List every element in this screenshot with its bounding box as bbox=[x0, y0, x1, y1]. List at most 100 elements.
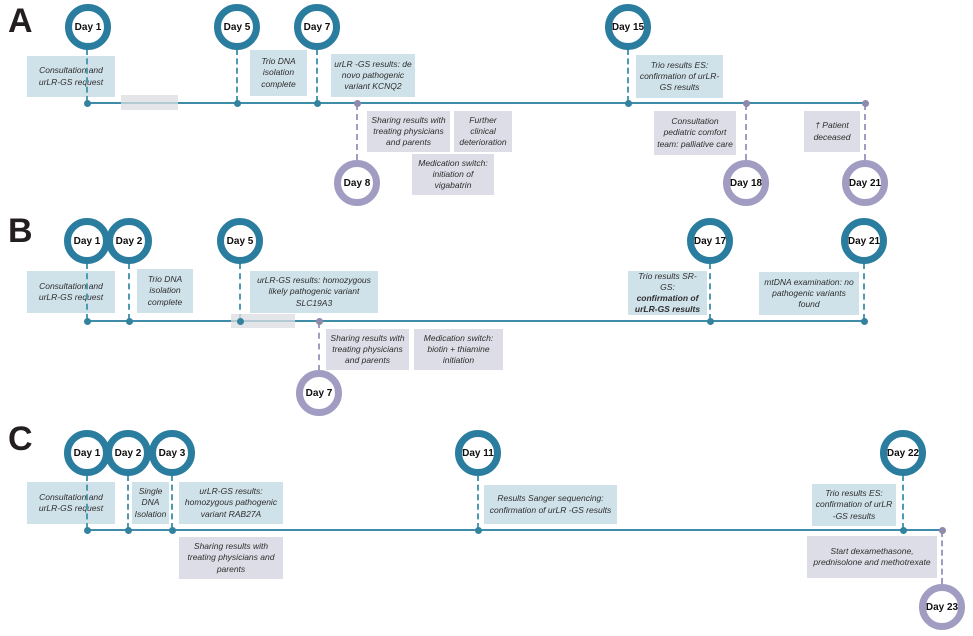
day-label: Day 1 bbox=[74, 21, 102, 33]
connector-day11 bbox=[477, 475, 479, 529]
day-label: Day 22 bbox=[886, 447, 920, 459]
event-box-day22: Trio results ES: confirmation of urLR -G… bbox=[812, 484, 896, 526]
day-circle: Day 11 bbox=[455, 430, 501, 476]
day-circle: Day 3 bbox=[149, 430, 195, 476]
event-box-day15: Trio results ES: confirmation of urLR-GS… bbox=[636, 55, 723, 98]
day-label: Day 15 bbox=[611, 21, 645, 33]
day-label: Day 1 bbox=[73, 235, 101, 247]
day-label: Day 8 bbox=[343, 177, 371, 189]
day-circle: Day 15 bbox=[605, 4, 651, 50]
day-circle: Day 5 bbox=[214, 4, 260, 50]
day-circle: Day 2 bbox=[106, 218, 152, 264]
connector-day5 bbox=[236, 49, 238, 102]
event-box-day1: Consultation and urLR-GS request bbox=[27, 56, 115, 97]
day-label: Day 23 bbox=[925, 601, 959, 613]
note-box-sharing: Sharing results with treating physicians… bbox=[179, 537, 283, 579]
event-box-day17: Trio results SR-GS: confirmation of urLR… bbox=[628, 271, 707, 315]
connector-day5 bbox=[239, 263, 241, 320]
day-label: Day 3 bbox=[158, 447, 186, 459]
timeline-dot bbox=[707, 318, 714, 325]
timeline-dot bbox=[84, 318, 91, 325]
connector-day23 bbox=[941, 531, 943, 584]
day-circle: Day 5 bbox=[217, 218, 263, 264]
connector-day2 bbox=[128, 263, 130, 320]
day-label: Day 21 bbox=[848, 177, 882, 189]
day-label: Day 7 bbox=[303, 21, 331, 33]
event-box-day1: Consultation and urLR-GS request bbox=[27, 482, 115, 524]
day-circle: Day 8 bbox=[334, 160, 380, 206]
timeline-b bbox=[87, 320, 865, 322]
connector-day22 bbox=[902, 475, 904, 529]
timeline-dot bbox=[234, 100, 241, 107]
day-circle: Day 17 bbox=[687, 218, 733, 264]
event-box-day2: Trio DNA isolation complete bbox=[137, 269, 193, 313]
day-label: Day 21 bbox=[847, 235, 881, 247]
timeline-dot bbox=[316, 318, 323, 325]
panel-c-label: C bbox=[8, 420, 33, 458]
connector-day1 bbox=[86, 263, 88, 320]
event-box-day2: Single DNA Isolation bbox=[132, 482, 169, 524]
panel-b-label: B bbox=[8, 212, 33, 250]
timeline-dot bbox=[475, 527, 482, 534]
timeline-dot bbox=[939, 527, 946, 534]
timeline-dot bbox=[743, 100, 750, 107]
timeline-c bbox=[87, 529, 945, 531]
event-text-bold: confirmation of urLR-GS results bbox=[634, 293, 701, 315]
timeline-dot bbox=[84, 100, 91, 107]
event-box-day21: † Patient deceased bbox=[804, 111, 860, 152]
event-box-day5: urLR-GS results: homozygous likely patho… bbox=[250, 271, 378, 313]
timeline-dot bbox=[354, 100, 361, 107]
day-circle: Day 18 bbox=[723, 160, 769, 206]
connector-day21 bbox=[864, 104, 866, 160]
event-box-day7: urLR -GS results: de novo pathogenic var… bbox=[331, 54, 415, 97]
connector-day18 bbox=[745, 104, 747, 160]
day-label: Day 2 bbox=[114, 447, 142, 459]
day-circle: Day 7 bbox=[296, 370, 342, 416]
day-label: Day 1 bbox=[73, 447, 101, 459]
event-box-day7: Sharing results with treating physicians… bbox=[326, 329, 409, 370]
timeline-a-highlight bbox=[121, 95, 178, 110]
day-circle: Day 1 bbox=[64, 218, 110, 264]
timeline-dot bbox=[862, 100, 869, 107]
connector-day17 bbox=[709, 263, 711, 320]
connector-day7 bbox=[316, 49, 318, 102]
event-box-day8: Sharing results with treating physicians… bbox=[367, 111, 450, 152]
timeline-b-highlight bbox=[231, 314, 295, 328]
day-circle: Day 7 bbox=[294, 4, 340, 50]
connector-day7 bbox=[318, 322, 320, 371]
day-label: Day 5 bbox=[226, 235, 254, 247]
event-text: Trio results SR-GS: bbox=[638, 270, 697, 292]
timeline-dot bbox=[125, 527, 132, 534]
connector-day3 bbox=[171, 475, 173, 529]
connector-day2 bbox=[127, 475, 129, 529]
day-circle: Day 22 bbox=[880, 430, 926, 476]
connector-day21 bbox=[863, 263, 865, 320]
timeline-dot bbox=[169, 527, 176, 534]
day-circle: Day 2 bbox=[105, 430, 151, 476]
event-box-day11: Results Sanger sequencing: confirmation … bbox=[484, 485, 617, 524]
timeline-dot bbox=[84, 527, 91, 534]
event-box-day1: Consultation and urLR-GS request bbox=[27, 271, 115, 313]
event-box-day5: Trio DNA isolation complete bbox=[250, 50, 307, 96]
day-label: Day 11 bbox=[462, 447, 494, 459]
day-label: Day 2 bbox=[115, 235, 143, 247]
timeline-dot bbox=[314, 100, 321, 107]
day-circle: Day 21 bbox=[841, 218, 887, 264]
note-box-biotin: Medication switch: biotin + thiamine ini… bbox=[414, 329, 503, 370]
day-circle: Day 23 bbox=[919, 584, 965, 630]
event-box-day23: Start dexamethasone, prednisolone and me… bbox=[807, 536, 937, 578]
connector-day15 bbox=[627, 49, 629, 102]
day-label: Day 17 bbox=[693, 235, 727, 247]
timeline-dot bbox=[861, 318, 868, 325]
event-box-day21: mtDNA examination: no pathogenic variant… bbox=[759, 272, 859, 315]
connector-day1 bbox=[86, 475, 88, 529]
note-box-vigabatrin: Medication switch: initiation of vigabat… bbox=[412, 154, 494, 195]
day-circle: Day 1 bbox=[65, 4, 111, 50]
day-circle: Day 21 bbox=[842, 160, 888, 206]
day-label: Day 18 bbox=[729, 177, 763, 189]
event-box-day18: Consultation pediatric comfort team: pal… bbox=[654, 111, 736, 155]
connector-day8 bbox=[356, 104, 358, 160]
timeline-dot bbox=[900, 527, 907, 534]
event-box-day3: urLR-GS results: homozygous pathogenic v… bbox=[179, 482, 283, 524]
